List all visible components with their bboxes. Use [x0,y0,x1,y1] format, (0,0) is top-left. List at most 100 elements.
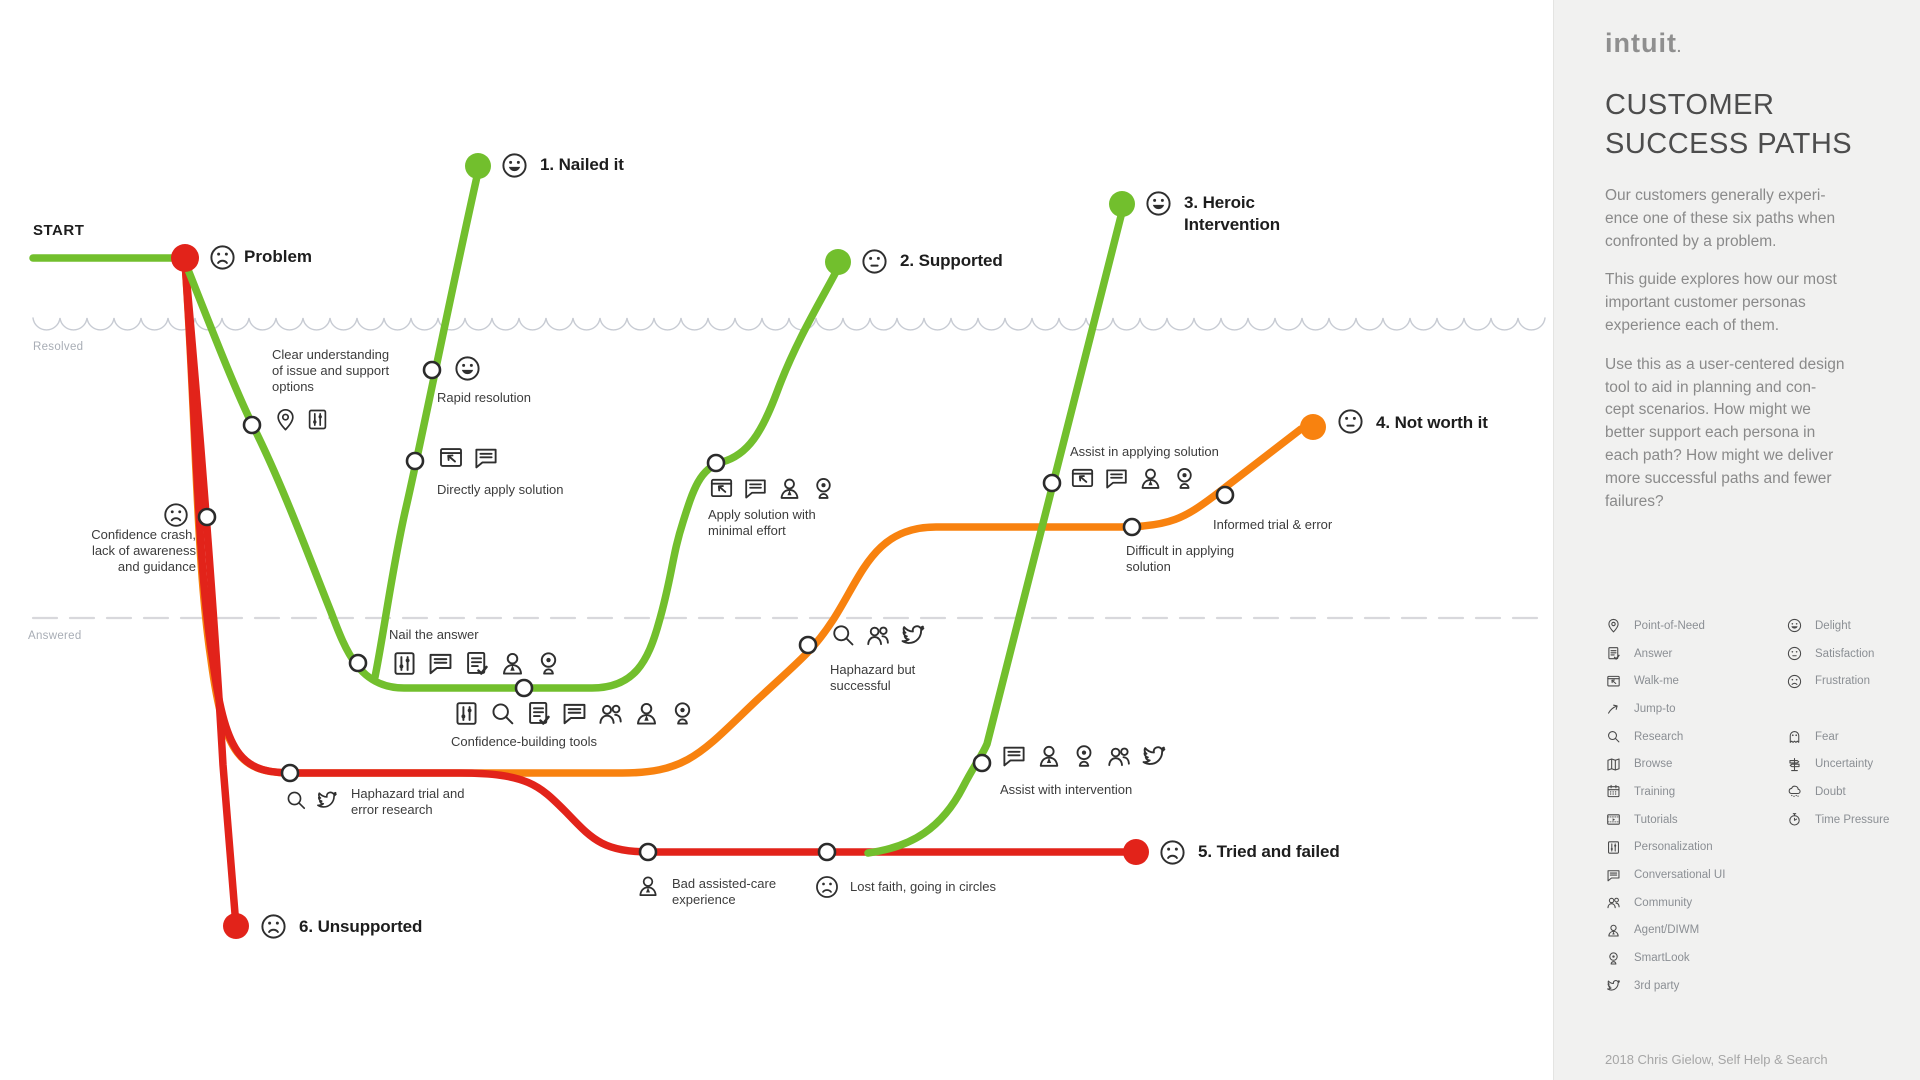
problem-dot [171,244,199,272]
legend-item-training: Training [1605,778,1775,806]
time-pressure-icon [1789,813,1800,826]
endpoint-dot-unsupported [223,913,249,939]
walk-me-icon [1071,468,1094,488]
legend-label-time-pressure: Time Pressure [1815,813,1890,826]
stop-label-assist-with-intervention: Assist with intervention [1000,782,1133,797]
page-title-line-2: SUCCESS PATHS [1605,127,1853,160]
doubt-icon [1788,786,1801,798]
legend-item-time-pressure: Time Pressure [1786,806,1916,834]
agent-icon [503,652,522,675]
walk-me-icon [440,448,462,467]
answer-icon [467,651,488,675]
conversational-ui-icon [563,703,586,725]
agent-icon [1608,924,1619,937]
path-3-heroic-intervention [864,208,1126,857]
endpoint-label-heroic-intervention: 3. Heroic Intervention [1184,193,1281,235]
delight-icon [455,356,480,381]
frustration-icon [816,876,838,898]
stop-label-bad-assisted-care: Bad assisted-care experience [672,876,777,907]
legend-label-point-of-need: Point-of-Need [1634,619,1705,632]
problem-face [207,242,238,273]
smartlook-icon [1609,951,1618,965]
path-5-tried-failed [181,258,1140,856]
legend-item-satisfaction: Satisfaction [1786,640,1916,668]
agent-icon [780,478,799,499]
satisfaction-icon [1338,409,1363,434]
agent-icon [1141,468,1160,489]
smartlook-icon [1177,468,1192,489]
3rd-party-icon [1142,746,1166,765]
legend-label-research: Research [1634,730,1684,743]
stop-icons-haphazard-but-successful [828,620,928,650]
3rd-party-icon [317,791,337,808]
legend-label-frustration: Frustration [1815,675,1870,688]
legend-item-delight: Delight [1786,612,1916,640]
legend-item-frustration: Frustration [1786,667,1916,695]
legend-label-community: Community [1634,896,1693,909]
path-1-nailed-it [371,168,482,681]
endpoint-face-nailed-it [499,150,530,181]
legend-item-3rd-party: 3rd party [1605,972,1775,1000]
point-of-need-icon [277,408,294,431]
legend-item-jump-to: Jump-to [1605,695,1775,723]
stop-node-lost-faith [817,842,837,862]
legend-item-community: Community [1605,889,1775,917]
stop-node-haphazard-but-successful [798,635,818,655]
frustration-icon [1160,840,1185,865]
smartlook-icon [674,702,691,725]
community-icon [867,626,889,646]
legend-label-smartlook: SmartLook [1634,952,1690,965]
endpoint-label-nailed-it: 1. Nailed it [540,155,624,174]
stop-icons-directly-apply-solution [436,443,501,473]
legend-item-answer: Answer [1605,640,1775,668]
delight-icon [502,153,527,178]
stop-node-nail-the-answer [514,678,534,698]
page-title-line-1: CUSTOMER [1605,89,1775,121]
legend-item-fear: Fear [1786,723,1916,751]
stop-label-haphazard-trial-error-research: Haphazard trial and error research [351,786,465,817]
tutorials-icon [1607,814,1620,825]
agent-icon [1039,745,1059,767]
delight-icon [1787,619,1802,633]
path-2-supported [181,258,842,692]
page-title: CUSTOMER SUCCESS PATHS [1605,86,1867,163]
browse-icon [1607,758,1620,771]
stop-label-nail-the-answer: Nail the answer [389,627,479,642]
stop-node-assist-in-applying-solution [1042,473,1062,493]
stop-label-lost-faith: Lost faith, going in circles [850,879,996,894]
endpoint-label-supported: 2. Supported [900,251,1003,270]
endpoint-face-unsupported [258,911,289,942]
satisfaction-icon [1787,646,1802,661]
legend-label-browse: Browse [1634,758,1673,771]
zone-label-answered: Answered [28,630,82,642]
endpoint-label-tried-and-failed: 5. Tried and failed [1198,842,1340,861]
point-of-need-icon [1608,619,1619,633]
start-label: START [33,222,85,239]
personalization-icon [456,702,477,725]
legend-item-agent: Agent/DIWM [1605,917,1775,945]
community-icon [1108,747,1130,767]
endpoint-label-not-worth-it: 4. Not worth it [1376,413,1488,432]
legend-item-research: Research [1605,723,1775,751]
intro-paragraph-2: This guide explores how our most importa… [1605,271,1837,335]
personalization-icon [308,409,327,430]
delight-icon [1146,191,1171,216]
stop-icons-clear-understanding [272,406,331,433]
stop-icons-haphazard-trial-error-research [283,787,340,813]
legend-label-jump-to: Jump-to [1634,702,1676,715]
endpoint-face-tried-and-failed [1157,837,1188,868]
endpoint-dot-not-worth-it [1300,414,1326,440]
smartlook-icon [1076,745,1092,767]
endpoint-face-heroic-intervention [1143,188,1174,219]
answer-icon [529,701,550,725]
community-icon [1607,897,1620,909]
personalization-icon [1608,841,1619,854]
3rd-party-icon [901,625,925,644]
3rd-party-icon [1607,980,1620,991]
answer-icon [1608,647,1620,660]
agent-icon [637,702,656,725]
stop-label-difficult-in-applying-solution: Difficult in applying solution [1126,543,1235,574]
walk-me-icon [710,478,733,498]
community-icon [599,704,622,724]
